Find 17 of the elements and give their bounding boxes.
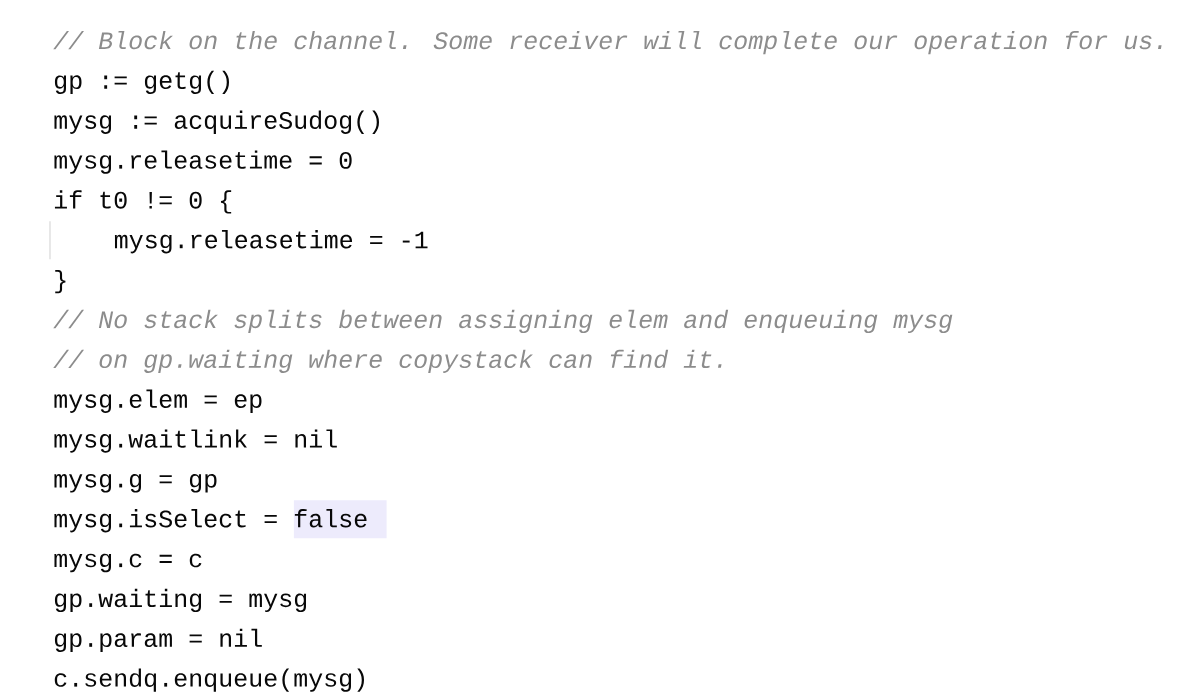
code-comment: // No stack splits between assigning elem and enqueuing mysg xyxy=(53,309,953,334)
code-line: mysg := acquireSudog() xyxy=(54,110,379,134)
code-line: mysg.isSelect = false xyxy=(54,509,367,533)
code-line: mysg.elem = ep xyxy=(54,389,262,413)
code-line: c.sendq.enqueue(mysg) xyxy=(54,668,364,692)
code-line: mysg.waitlink = nil xyxy=(54,429,337,453)
code-comment: // on gp.waiting where copystack can find it. xyxy=(53,349,722,373)
code-line: mysg.releasetime = -1 xyxy=(114,230,428,254)
code-line: if t0 != 0 { xyxy=(54,190,232,214)
code-comment: // Block on the channel. Some receiver will complete our operation for us. xyxy=(53,30,1162,55)
code-line: mysg.c = c xyxy=(54,553,202,573)
code-line: gp.param = nil xyxy=(54,628,262,652)
code-line: mysg.releasetime = 0 xyxy=(54,150,352,174)
code-line: mysg.g = gp xyxy=(54,473,217,493)
code-line: gp := getg() xyxy=(54,70,229,94)
code-line: } xyxy=(55,270,66,294)
code-line: gp.waiting = mysg xyxy=(54,588,307,613)
